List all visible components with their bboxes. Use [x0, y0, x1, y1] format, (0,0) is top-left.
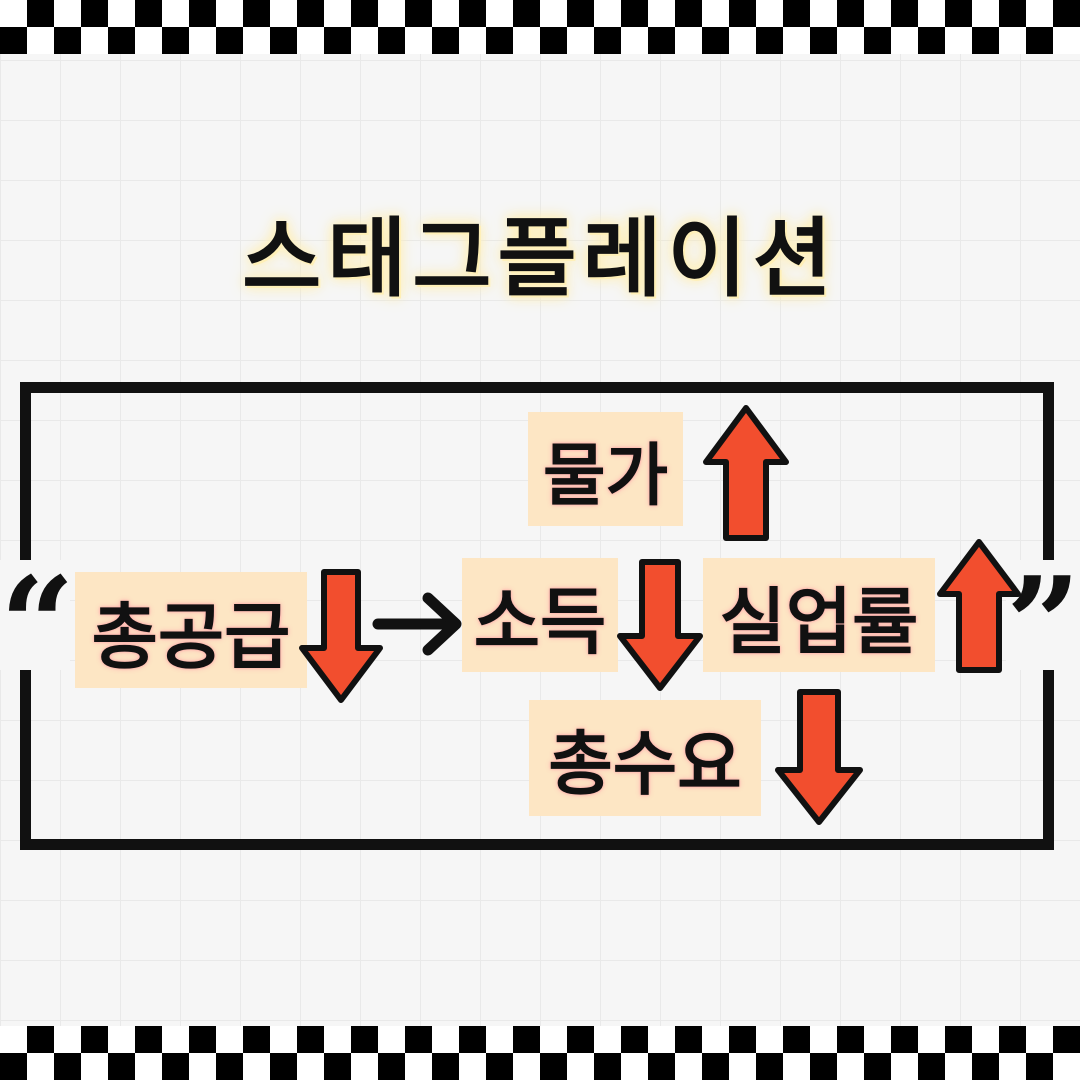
label-aggregate-demand: 총수요	[529, 700, 761, 816]
close-quote-mark: ”	[1006, 548, 1080, 701]
page-title: 스태그플레이션	[242, 208, 838, 309]
checker-border-bottom	[0, 1026, 1080, 1080]
down-arrow-icon	[617, 559, 703, 691]
up-arrow-icon	[703, 405, 789, 541]
label-income: 소득	[462, 558, 618, 672]
label-aggregate-supply: 총공급	[75, 572, 307, 688]
label-unemployment: 실업률	[703, 558, 935, 672]
open-quote-mark: “	[0, 548, 75, 701]
down-arrow-icon	[775, 689, 863, 825]
checker-border-top	[0, 0, 1080, 54]
up-arrow-icon	[937, 539, 1021, 673]
right-arrow-icon	[372, 592, 462, 656]
down-arrow-icon	[299, 569, 383, 703]
label-price-level: 물가	[528, 412, 683, 526]
